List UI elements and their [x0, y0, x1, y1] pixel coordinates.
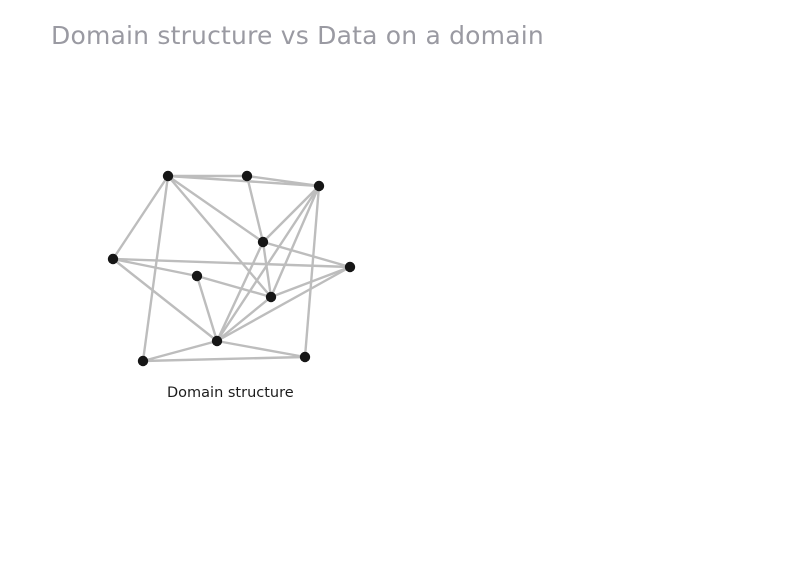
- graph-edge: [245, 174, 265, 244]
- page-title: Domain structure vs Data on a domain: [51, 21, 544, 50]
- graph-edge: [166, 174, 273, 299]
- graph-edge: [261, 240, 352, 269]
- graph-node[interactable]: [191, 270, 203, 282]
- graph-edge: [195, 274, 273, 299]
- graph-edge: [111, 257, 352, 269]
- graph-edge: [215, 240, 265, 343]
- graph-edge: [141, 355, 307, 363]
- graph-edge: [303, 184, 321, 359]
- graph-edge: [269, 265, 352, 299]
- graph-edge: [111, 174, 170, 261]
- graph-edge: [166, 174, 321, 188]
- graph-node[interactable]: [107, 253, 119, 265]
- graph-edge-layer: [111, 174, 352, 363]
- graph-node-layer: [107, 170, 356, 367]
- graph-edge: [269, 184, 321, 299]
- graph-node[interactable]: [344, 261, 356, 273]
- graph-node[interactable]: [162, 170, 174, 182]
- graph-node[interactable]: [257, 236, 269, 248]
- graph-node[interactable]: [265, 291, 277, 303]
- graph-edge: [215, 339, 307, 359]
- graph-node[interactable]: [241, 170, 253, 182]
- graph-node[interactable]: [137, 355, 149, 367]
- graph-node[interactable]: [299, 351, 311, 363]
- graph-edge: [141, 339, 219, 363]
- graph-node[interactable]: [211, 335, 223, 347]
- graph-edge: [245, 174, 321, 188]
- graph-edge: [166, 174, 265, 244]
- graph-edge: [195, 274, 219, 343]
- graph-edge: [215, 295, 273, 343]
- graph-edge: [111, 257, 219, 343]
- graph-edge: [261, 240, 273, 299]
- graph-edge: [261, 184, 321, 244]
- graph-edge: [215, 265, 352, 343]
- graph-node[interactable]: [313, 180, 325, 192]
- graph-edge: [111, 257, 199, 278]
